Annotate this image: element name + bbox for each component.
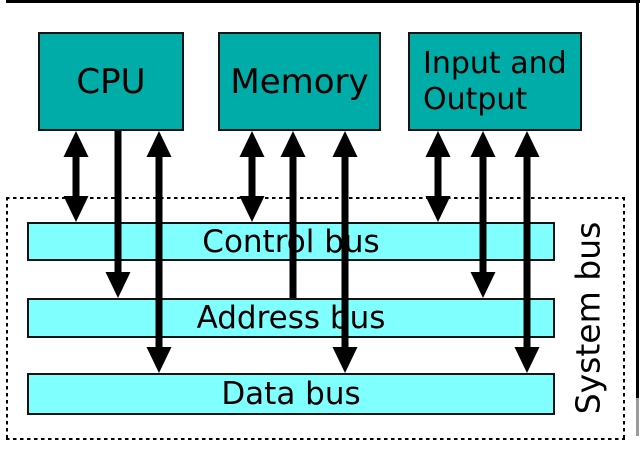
cpu-label: CPU bbox=[76, 61, 146, 102]
system-bus-border-top bbox=[6, 197, 625, 199]
address-bus-bar: Address bus bbox=[27, 298, 555, 338]
system-bus-border-bottom bbox=[6, 438, 625, 440]
frame-right-line bbox=[636, 0, 639, 398]
control-bus-label: Control bus bbox=[202, 223, 380, 260]
memory-label: Memory bbox=[230, 61, 369, 102]
control-bus-bar: Control bus bbox=[27, 222, 555, 261]
system-bus-region bbox=[6, 197, 625, 440]
cpu-box: CPU bbox=[38, 32, 184, 131]
memory-box: Memory bbox=[218, 32, 381, 131]
data-bus-bar: Data bus bbox=[27, 373, 555, 415]
frame-top-line bbox=[6, 0, 640, 3]
address-bus-label: Address bus bbox=[196, 300, 386, 336]
system-bus-border-left bbox=[6, 197, 8, 440]
io-label: Input and Output bbox=[423, 46, 567, 117]
system-bus-border-right bbox=[623, 197, 625, 440]
system-bus-label: System bus bbox=[568, 221, 608, 415]
frame-right-line-fade bbox=[636, 398, 639, 436]
data-bus-label: Data bus bbox=[221, 376, 361, 412]
io-box: Input and Output bbox=[408, 32, 582, 131]
